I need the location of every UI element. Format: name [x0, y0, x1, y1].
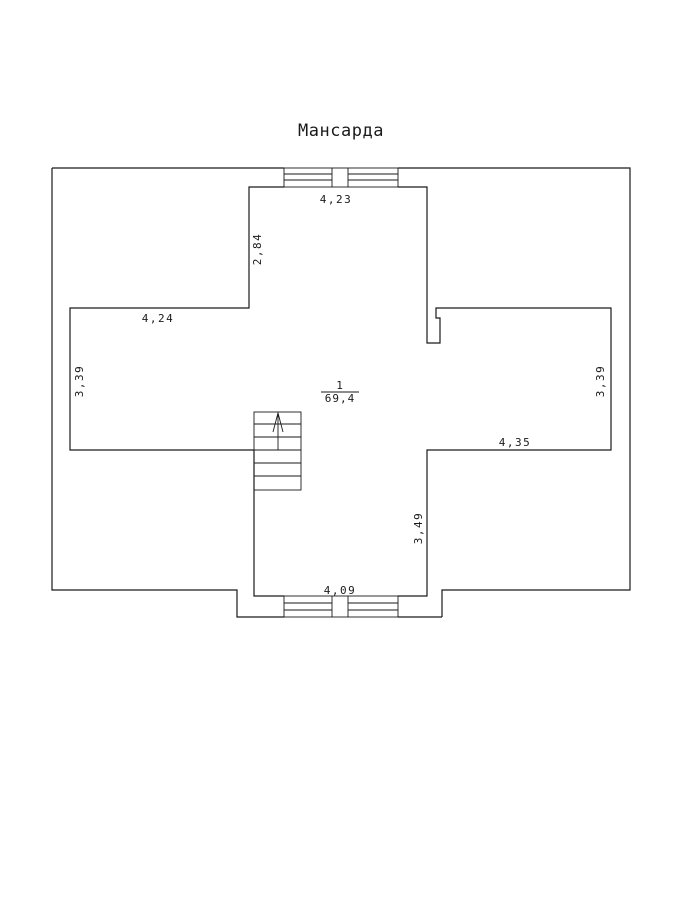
- top-window: [283, 167, 399, 188]
- staircase: [253, 411, 302, 491]
- dim-left-wing-depth: 3,39: [73, 365, 86, 398]
- room-outline: [69, 186, 284, 597]
- dim-bottom-right-wall: 3,49: [412, 512, 425, 545]
- dim-left-wing-width: 4,24: [142, 312, 175, 325]
- stair-direction-arrow-icon: [272, 411, 284, 433]
- room-area: 69,4: [325, 392, 356, 405]
- room-outline-right: [398, 186, 612, 597]
- outer-outline-left: [51, 168, 284, 618]
- dim-top-width: 4,23: [320, 193, 353, 206]
- dim-right-wing-width: 4,35: [499, 436, 532, 449]
- dim-bottom-width: 4,09: [324, 584, 357, 597]
- dim-top-left-wall: 2,84: [251, 233, 264, 266]
- bottom-window: [283, 595, 399, 618]
- dim-right-wing-depth: 3,39: [594, 365, 607, 398]
- page-title: Мансарда: [298, 121, 384, 141]
- outer-outline-right-top: [398, 167, 631, 617]
- room-number: 1: [336, 379, 344, 392]
